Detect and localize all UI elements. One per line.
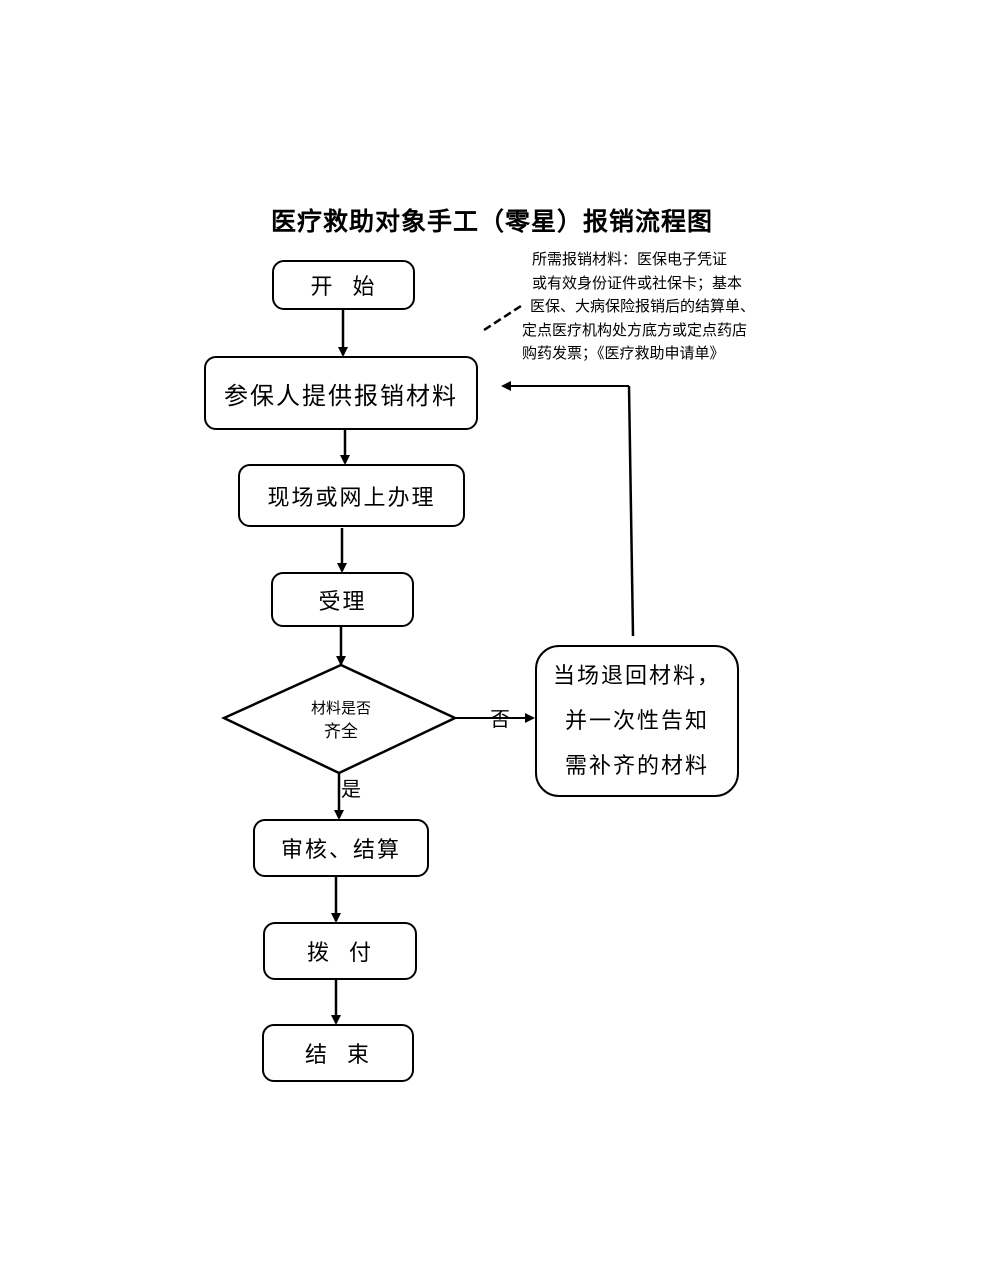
node-handle-label: 现场或网上办理 [267,485,436,511]
decision-text: 材料是否 齐全 [291,696,391,744]
node-provide-label: 参保人提供报销材料 [224,381,458,410]
node-accept: 受理 [271,572,414,627]
node-end-label: 结 束 [305,1043,371,1068]
return-line-1: 当场退回材料， [552,663,721,689]
note-leader-line [483,302,525,332]
node-review-label: 审核、结算 [280,838,401,863]
node-return-materials: 当场退回材料， 并一次性告知 需补齐的材料 [535,645,739,797]
node-provide-materials: 参保人提供报销材料 [204,356,478,430]
no-branch-label: 否 [490,707,510,731]
note-line-3: 医保、大病保险报销后的结算单、 [530,297,756,315]
return-line-3: 需补齐的材料 [564,753,709,779]
note-line-4: 定点医疗机构处方底方或定点药店 [522,320,748,339]
decision-line-1: 材料是否 [310,699,371,717]
node-end: 结 束 [262,1024,414,1082]
node-pay-label: 拨 付 [307,941,373,966]
node-review-settle: 审核、结算 [253,819,429,877]
node-accept-label: 受理 [318,589,367,615]
return-line-2: 并一次性告知 [564,708,709,734]
page-title: 医疗救助对象手工（零星）报销流程图 [270,207,713,236]
node-handle: 现场或网上办理 [238,464,465,527]
decision-diamond [221,663,458,775]
note-line-2: 或有效身份证件或社保卡；基本 [532,273,743,292]
note-line-5: 购药发票；《医疗救助申请单》 [522,344,725,362]
node-start: 开 始 [272,260,415,310]
decision-line-2: 齐全 [324,722,358,742]
loop-return-up [627,385,635,637]
node-pay: 拨 付 [263,922,417,980]
note-line-1: 所需报销材料：医保电子凭证 [532,250,728,268]
materials-note: 所需报销材料：医保电子凭证 或有效身份证件或社保卡；基本 医保、大病保险报销后的… [522,248,822,366]
yes-branch-label: 是 [341,777,361,801]
node-start-label: 开 始 [310,275,377,300]
